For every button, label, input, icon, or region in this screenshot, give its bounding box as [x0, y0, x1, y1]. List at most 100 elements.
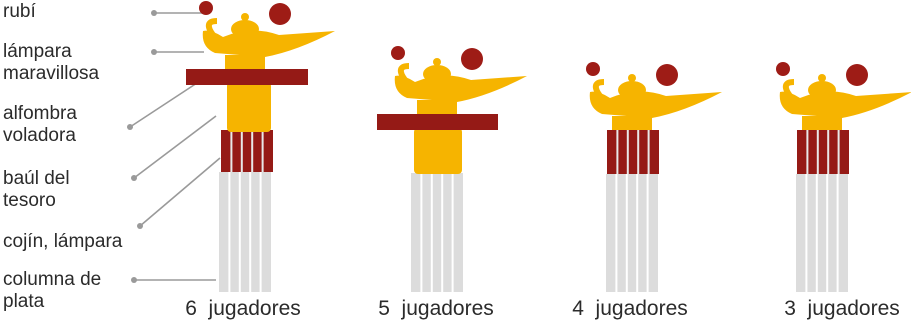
silver-column-body: [606, 174, 658, 292]
silver-column-stripe: [646, 174, 649, 292]
silver-column-body: [796, 174, 848, 292]
treasure-chest-stripe: [616, 130, 619, 174]
flying-carpet: [377, 114, 498, 130]
treasure-chest-stripe: [240, 130, 243, 172]
silver-column-stripe: [615, 174, 618, 292]
silver-column-stripe: [826, 174, 829, 292]
ruby-small: [199, 1, 213, 15]
ruby-small: [586, 62, 600, 76]
lamp-lid: [231, 20, 259, 38]
silver-column: [606, 174, 658, 292]
silver-column-stripe: [625, 174, 628, 292]
treasure-chest-stripe: [230, 130, 233, 172]
stack-1: [186, 1, 335, 292]
treasure-chest: [221, 130, 273, 172]
treasure-chest-stripe: [827, 130, 830, 174]
silver-column-stripe: [228, 172, 231, 292]
lamp-body: [589, 91, 722, 118]
ruby-large: [461, 48, 483, 70]
lamp-foot: [225, 55, 265, 69]
ruby-small: [776, 62, 790, 76]
lamp-handle: [397, 63, 410, 82]
lamp-4: [776, 62, 911, 130]
lamp-knob: [433, 58, 441, 66]
silver-column-body: [219, 172, 271, 292]
lamp-foot: [417, 100, 457, 114]
silver-column-stripe: [238, 172, 241, 292]
lamp-knob: [818, 74, 826, 82]
treasure-chest-stripe: [626, 130, 629, 174]
lamp-body: [779, 91, 911, 118]
legend-label-ruby: rubí: [3, 1, 36, 22]
legend-label-cushion: cojín, lámpara: [3, 231, 123, 252]
treasure-chest-body: [797, 130, 849, 174]
leader-line: [129, 82, 198, 128]
leader-dot: [137, 223, 143, 229]
stack-2: [377, 46, 527, 292]
lamp-lid: [423, 65, 451, 83]
lamp-handle: [782, 79, 795, 98]
treasure-chest-stripe: [806, 130, 809, 174]
lamp-handle: [592, 79, 605, 98]
ruby-large: [656, 64, 678, 86]
leader-lines: [127, 10, 221, 283]
lamp-2: [391, 46, 527, 114]
lamp-1: [199, 1, 335, 69]
leader-dot: [127, 124, 133, 130]
treasure-chest-stripe: [637, 130, 640, 174]
silver-column-stripe: [815, 174, 818, 292]
legend-label-lamp: lámpara maravillosa: [3, 41, 100, 84]
caption-5-players: 5 jugadores: [378, 297, 494, 320]
silver-column-stripe: [636, 174, 639, 292]
treasure-chest: [797, 130, 849, 174]
lamp-lid: [808, 81, 836, 99]
caption-3-players: 3 jugadores: [784, 297, 900, 320]
treasure-chest-stripe: [647, 130, 650, 174]
lamp-foot: [802, 116, 842, 130]
treasure-chest-stripe: [251, 130, 254, 172]
legend-label-carpet: alfombra voladora: [3, 103, 77, 146]
lamp-knob: [241, 13, 249, 21]
flying-carpet: [186, 69, 308, 85]
treasure-chest-stripe: [816, 130, 819, 174]
leader-dot: [151, 10, 157, 16]
silver-column: [796, 174, 848, 292]
lamp-3: [586, 62, 722, 130]
ruby-large: [269, 3, 291, 25]
leader-dot: [151, 49, 157, 55]
treasure-chest-body: [221, 130, 273, 172]
leader-column: [131, 277, 216, 283]
caption-4-players: 4 jugadores: [572, 297, 688, 320]
silver-column-stripe: [451, 173, 454, 292]
silver-column: [219, 172, 271, 292]
leader-lamp: [151, 49, 204, 55]
treasure-chest: [607, 130, 659, 174]
lamp-lid: [618, 81, 646, 99]
cushion: [227, 82, 271, 132]
silver-column-stripe: [249, 172, 252, 292]
stack-figures: [186, 1, 911, 292]
leader-line: [133, 115, 217, 179]
ruby-small: [391, 46, 405, 60]
lamp-body: [202, 30, 335, 57]
silver-column-stripe: [430, 173, 433, 292]
legend-label-chest: baúl del tesoro: [3, 168, 70, 211]
leader-cushion: [137, 157, 221, 229]
silver-column-stripe: [836, 174, 839, 292]
leader-ruby: [151, 10, 204, 16]
lamp-handle: [205, 18, 218, 37]
silver-column-stripe: [805, 174, 808, 292]
silver-column-stripe: [441, 173, 444, 292]
treasure-chest-stripe: [837, 130, 840, 174]
treasure-chest-stripe: [261, 130, 264, 172]
legend-label-column: columna de plata: [3, 269, 102, 312]
silver-column: [411, 173, 463, 292]
lamp-foot: [612, 116, 652, 130]
leader-dot: [131, 175, 137, 181]
silver-column-stripe: [420, 173, 423, 292]
leader-carpet: [127, 82, 198, 130]
silver-column-stripe: [259, 172, 262, 292]
leader-dot: [131, 277, 137, 283]
lamp-knob: [628, 74, 636, 82]
